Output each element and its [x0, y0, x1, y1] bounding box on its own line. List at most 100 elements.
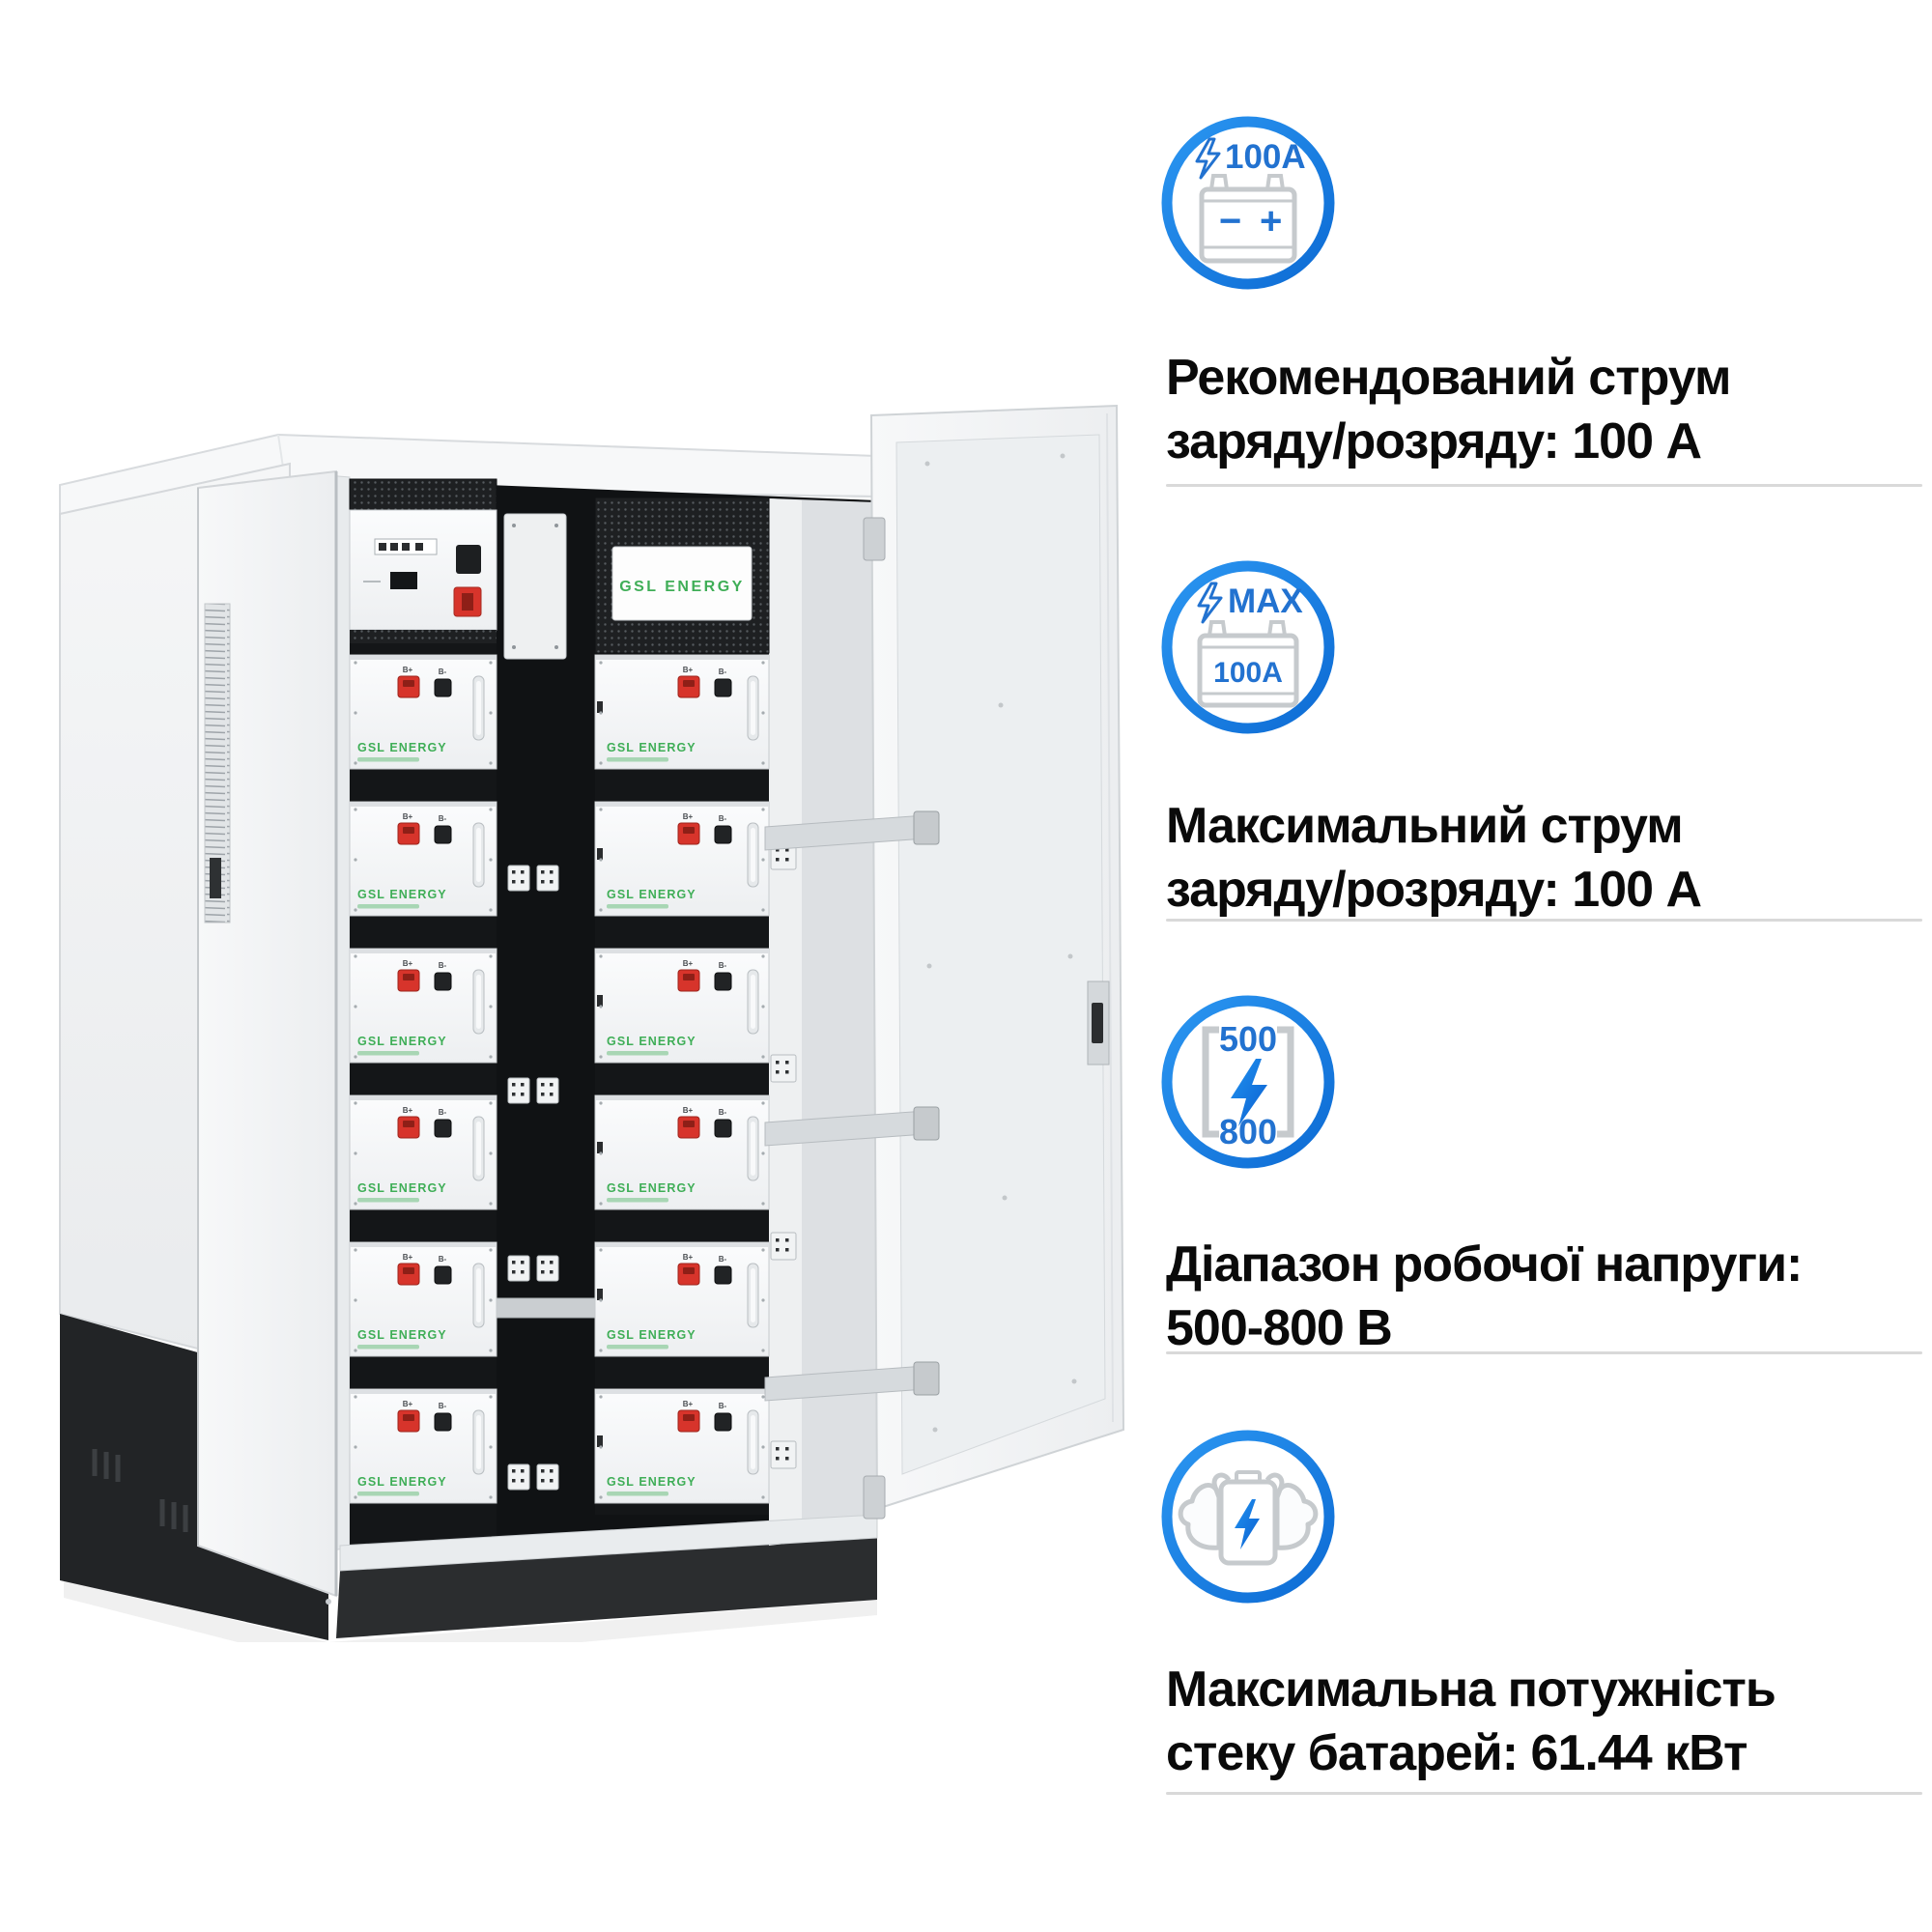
lightning-icon	[1197, 582, 1223, 624]
brand-logo: GSL ENERGY	[357, 888, 447, 901]
negative-terminal	[434, 825, 452, 844]
brand-logo: GSL ENERGY	[607, 1475, 696, 1489]
battery-cabinet-image: GSL ENERGY B+ B- GSL ENERGY B+ B- GSL ENERGY B…	[0, 290, 1159, 1665]
battery-module: B+B-GSL ENERGY	[349, 801, 497, 917]
icon-current-label: 100A	[1225, 138, 1306, 176]
icon-max-label: MAX	[1228, 582, 1303, 620]
brand-logo: GSL ENERGY	[357, 741, 447, 754]
bracket-right-icon	[1277, 1026, 1294, 1138]
terminal-negative-label: B-	[439, 668, 447, 676]
terminal-positive-label: B+	[683, 812, 694, 821]
spec-heading-voltage-range: Діапазон робочої напруги: 500-800 В	[1166, 1233, 1929, 1360]
negative-terminal	[714, 825, 732, 844]
lightning-icon	[1231, 1059, 1267, 1126]
lightning-icon	[1235, 1499, 1260, 1549]
brand-logo: GSL ENERGY	[357, 1328, 447, 1342]
connector-blocks	[507, 841, 797, 1491]
negative-terminal	[434, 1265, 452, 1285]
battery-module: B+B-GSL ENERGY	[349, 1388, 497, 1504]
negative-terminal	[434, 972, 452, 991]
max-current-icon: MAX 100A	[1161, 560, 1335, 734]
heading-line: заряду/розряду: 100 А	[1166, 862, 1702, 918]
heading-line: Діапазон робочої напруги:	[1166, 1236, 1803, 1293]
heading-line: 500-800 В	[1166, 1300, 1393, 1356]
negative-terminal	[714, 1119, 732, 1138]
terminal-negative-label: B-	[439, 961, 447, 970]
terminal-positive-label: B+	[683, 1400, 694, 1408]
negative-terminal	[434, 678, 452, 697]
battery-module: B+B-GSL ENERGY	[349, 948, 497, 1064]
terminal-negative-label: B-	[719, 1255, 727, 1264]
lightning-icon	[1195, 137, 1221, 180]
battery-module: B+B-GSL ENERGY	[349, 654, 497, 770]
voltage-range-icon: 500 800	[1161, 995, 1335, 1169]
recommended-current-icon: 100A − +	[1161, 116, 1335, 290]
flex-arm-left-icon	[1178, 1472, 1232, 1550]
terminal-negative-label: B-	[439, 1255, 447, 1264]
terminal-positive-label: B+	[683, 666, 694, 674]
brand-logo: GSL ENERGY	[357, 1475, 447, 1489]
right-door-open	[863, 404, 1125, 1520]
section-divider	[1166, 484, 1922, 487]
flex-arm-right-icon	[1264, 1472, 1319, 1550]
terminal-positive-label: B+	[403, 1106, 413, 1115]
spec-heading-max-power: Максимальна потужність стеку батарей: 61…	[1166, 1658, 1929, 1785]
negative-terminal	[714, 1412, 732, 1432]
brand-logo: GSL ENERGY	[619, 579, 745, 595]
terminal-negative-label: B-	[719, 1108, 727, 1117]
voltage-max-label: 800	[1219, 1112, 1277, 1151]
battery-module: B+ B- GSL ENERGY	[594, 654, 770, 770]
section-divider	[1166, 919, 1922, 922]
heading-line: заряду/розряду: 100 А	[1166, 413, 1702, 469]
bms-control-unit	[349, 478, 497, 643]
terminal-positive-label: B+	[403, 812, 413, 821]
terminal-negative-label: B-	[439, 1108, 447, 1117]
terminal-positive-label: B+	[683, 1253, 694, 1262]
middle-rack	[496, 513, 596, 1319]
door-hinges	[863, 517, 886, 1520]
brand-logo: GSL ENERGY	[607, 741, 696, 754]
terminal-negative-label: B-	[719, 961, 727, 970]
heading-line: Рекомендований струм	[1166, 350, 1731, 406]
battery-icon	[1197, 620, 1299, 708]
battery-power-muscle-icon	[1161, 1430, 1335, 1604]
terminal-positive-label: B+	[683, 1106, 694, 1115]
terminal-positive-label: B+	[403, 959, 413, 968]
bracket-left-icon	[1202, 1026, 1219, 1138]
negative-terminal	[434, 1412, 452, 1432]
battery-module: B+ B- GSL ENERGY	[594, 1094, 770, 1210]
brand-logo: GSL ENERGY	[607, 888, 696, 901]
negative-terminal	[714, 678, 732, 697]
brand-logo: GSL ENERGY	[357, 1181, 447, 1195]
section-divider	[1166, 1792, 1922, 1795]
minus-label: −	[1219, 200, 1241, 242]
battery-module: B+ B- GSL ENERGY	[349, 1094, 497, 1210]
door-lock	[1087, 980, 1110, 1065]
heading-line: стеку батарей: 61.44 кВт	[1166, 1725, 1747, 1781]
icon-current-label: 100A	[1213, 657, 1283, 689]
terminal-negative-label: B-	[719, 668, 727, 676]
door-rails	[764, 810, 940, 1402]
terminal-negative-label: B-	[439, 1402, 447, 1410]
negative-terminal	[714, 972, 732, 991]
spec-heading-recommended-current: Рекомендований струм заряду/розряду: 100…	[1166, 346, 1929, 473]
battery-module: B+ B- GSL ENERGY	[594, 1388, 770, 1504]
vent-logo-panel: GSL ENERGY	[594, 497, 770, 654]
section-divider	[1166, 1351, 1922, 1354]
terminal-positive-label: B+	[683, 959, 694, 968]
heading-line: Максимальна потужність	[1166, 1662, 1776, 1718]
plus-label: +	[1260, 200, 1282, 242]
battery-cabinet-illustration: GSL ENERGY B+ B- GSL ENERGY B+ B- GSL ENERGY B…	[59, 404, 1125, 1665]
battery-module: B+ B- GSL ENERGY	[594, 948, 770, 1064]
terminal-negative-label: B-	[719, 1402, 727, 1410]
heading-line: Максимальний струм	[1166, 798, 1684, 854]
brand-logo: GSL ENERGY	[607, 1035, 696, 1048]
battery-module: B+B-GSL ENERGY	[594, 1241, 770, 1357]
left-door-ajar	[197, 469, 338, 1605]
voltage-min-label: 500	[1219, 1019, 1277, 1059]
battery-module: B+B-GSL ENERGY	[594, 801, 770, 917]
terminal-positive-label: B+	[403, 1253, 413, 1262]
negative-terminal	[714, 1265, 732, 1285]
brand-logo: GSL ENERGY	[607, 1181, 696, 1195]
